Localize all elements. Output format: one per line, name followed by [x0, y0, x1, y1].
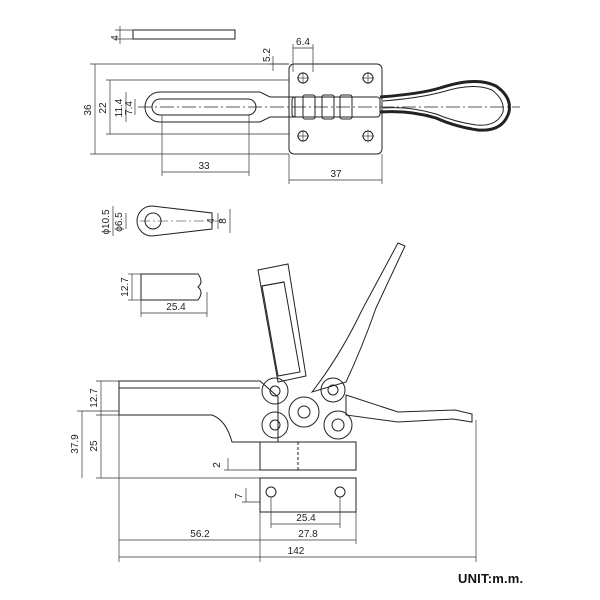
spindle-open [257, 263, 307, 383]
dim-side-top-height: 12.7 [89, 388, 100, 408]
top-view-dimensions [90, 26, 383, 184]
arm-detail-dimensions [128, 273, 208, 317]
base-block [259, 441, 357, 471]
dim-base-length-top: 37 [330, 169, 342, 180]
dim-overall-length: 142 [288, 546, 305, 557]
body-arm [118, 380, 279, 443]
dim-arm-height: 12.7 [120, 277, 131, 297]
pivot [323, 410, 353, 440]
dim-base-thickness: 2 [212, 462, 223, 468]
dim-overall-height: 36 [83, 104, 94, 116]
pivot [320, 377, 346, 403]
unit-label: UNIT:m.m. [458, 571, 524, 586]
arm-slot [151, 98, 257, 116]
dim-slot-height-outer: 11.4 [114, 98, 125, 117]
handle-pulled [345, 394, 473, 423]
dim-eye-inner: ϕ6.5 [114, 212, 125, 232]
side-view [118, 242, 473, 513]
dimension-labels: 4 6.4 5.2 36 22 11.4 7.4 33 37 ϕ10.5 ϕ6.… [70, 35, 342, 557]
arm-detail [140, 273, 202, 301]
base-hole [265, 486, 277, 498]
base-plate-top [288, 63, 383, 155]
base-hole [334, 486, 346, 498]
eye-detail [136, 205, 225, 237]
mount-base [259, 477, 357, 513]
dim-slot-length: 33 [198, 161, 210, 172]
dim-base-hole-spacing: 25.4 [296, 513, 316, 524]
dim-base-width: 27.8 [298, 529, 318, 540]
dim-eye-outer: ϕ10.5 [101, 209, 112, 235]
dim-bar-thickness: 4 [206, 218, 217, 224]
eye-dimensions [112, 206, 231, 236]
handle-grip [379, 80, 511, 132]
top-strip [132, 29, 236, 40]
dim-hole-spacing: 6.4 [296, 37, 310, 48]
side-view-dimensions [77, 380, 477, 562]
dim-side-total-height: 37.9 [70, 434, 81, 454]
dim-hole-edge: 7 [234, 493, 245, 499]
dim-inner-height: 22 [98, 102, 109, 114]
dim-hole-offset: 5.2 [262, 48, 273, 62]
dim-top-thickness: 4 [110, 35, 121, 41]
pivot [288, 396, 320, 428]
pivot [261, 377, 289, 405]
dim-side-mid-height: 25 [89, 440, 100, 452]
dim-arm-length: 25.4 [166, 302, 186, 313]
top-view [132, 29, 520, 155]
dim-bar-width: 8 [218, 218, 229, 224]
dim-slot-height-inner: 7.4 [124, 101, 135, 115]
dim-arm-reach: 56.2 [190, 529, 210, 540]
lever [310, 242, 406, 393]
pivot [261, 411, 289, 439]
